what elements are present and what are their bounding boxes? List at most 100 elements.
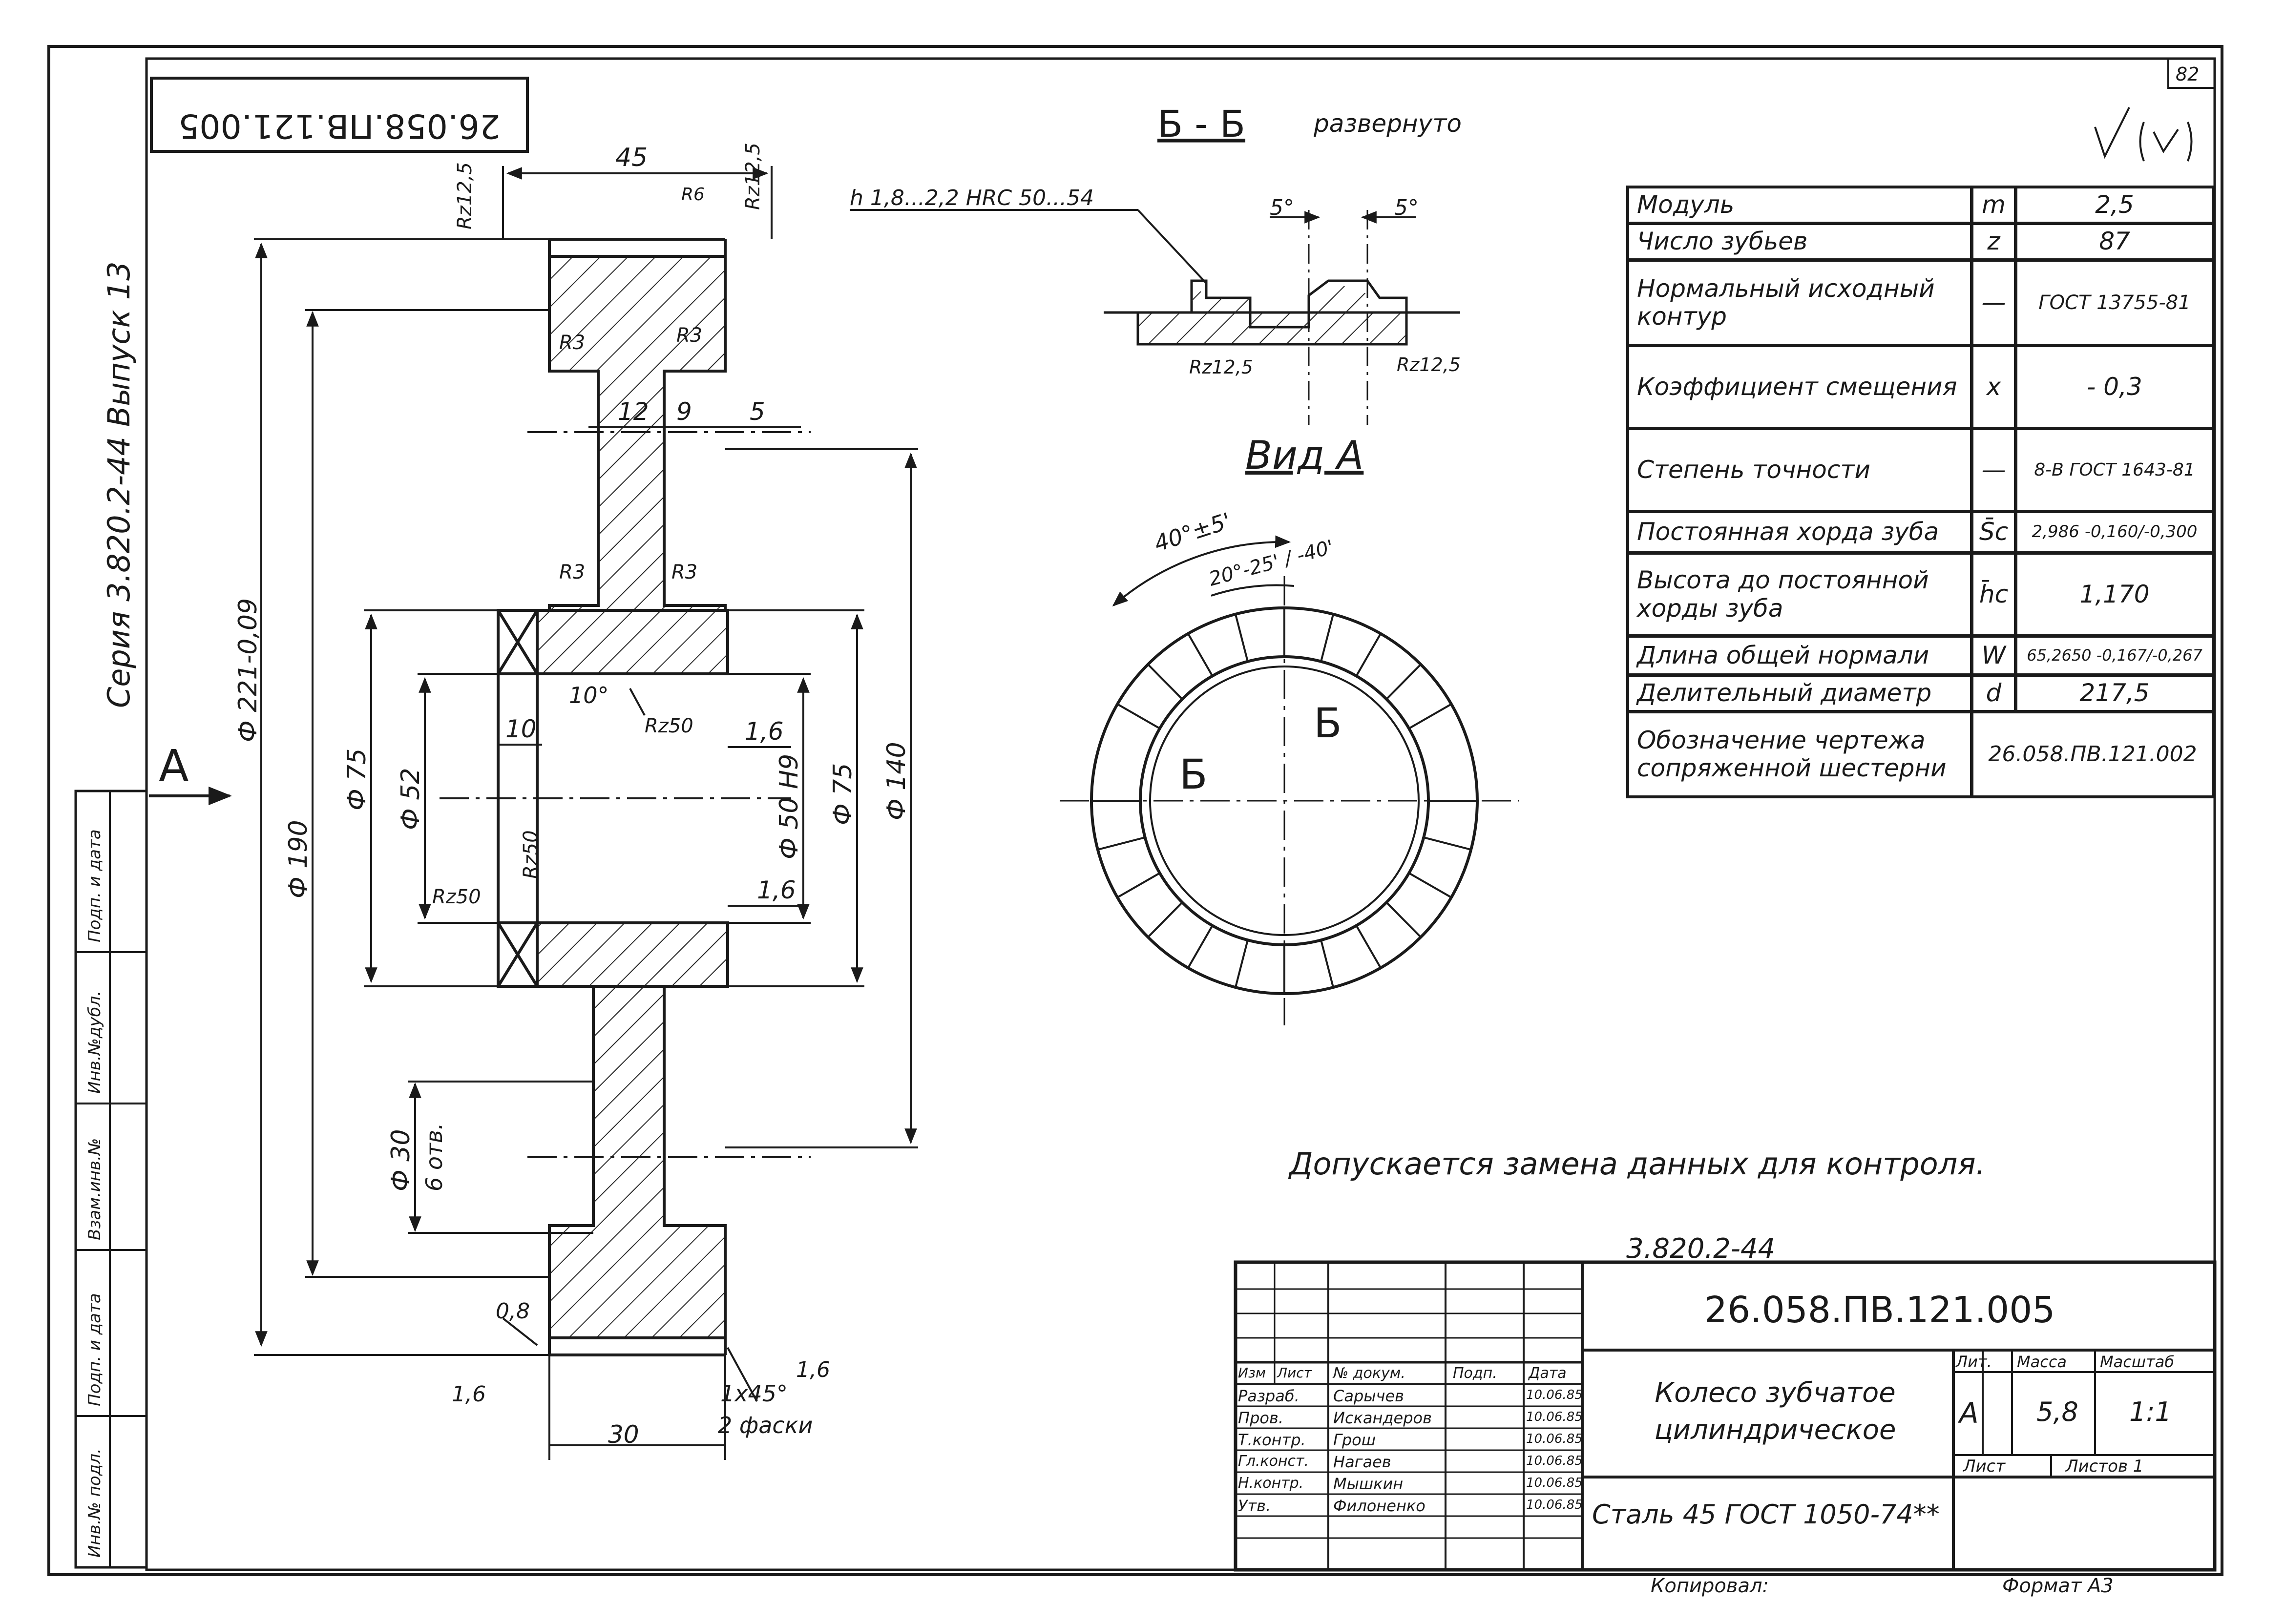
rz12-5-b: Rz12,5 (742, 143, 764, 210)
series-code: 3.820.2-44 (1626, 1233, 1776, 1265)
dim-d50h9: Ф 50 Н9 (775, 754, 804, 859)
side-stamp-cell-3: Взам.инв.№ (85, 1138, 105, 1240)
r3-d: R3 (671, 561, 697, 583)
dim-d221: Ф 221-0,09 (233, 598, 263, 742)
param-symbol-7: h̄c (1971, 552, 2017, 637)
rough-left: Rz12,5 (1189, 356, 1253, 378)
main-view-dimension-text: Ф 221-0,09 Ф 190 Ф 75 Ф 52 Ф 50 Н9 Ф 75 … (233, 143, 911, 1449)
scale-value: 1:1 (2129, 1396, 2172, 1427)
section-subtitle: развернуто (1313, 109, 1462, 138)
param-value-6: 2,986 -0,160/-0,300 (2014, 510, 2215, 554)
dim-d30: Ф 30 (386, 1129, 416, 1191)
lit-value: А (1959, 1396, 1979, 1430)
head-change: Изм (1238, 1365, 1266, 1381)
date-5: 10.06.85 (1526, 1476, 1583, 1490)
dim-d75-right: Ф 75 (828, 763, 858, 825)
dim-d52: Ф 52 (396, 768, 425, 830)
head-sign: Подп. (1453, 1365, 1497, 1382)
param-value-8: 65,2650 -0,167/-0,267 (2014, 635, 2215, 676)
param-value-3: ГОСТ 13755-81 (2014, 259, 2215, 347)
dim-d75-left: Ф 75 (342, 749, 372, 811)
stamp-box (150, 77, 529, 153)
rough-right: Rz12,5 (1397, 354, 1461, 375)
angle-right: 5° (1394, 195, 1419, 220)
dim-5: 5 (750, 397, 765, 426)
date-6: 10.06.85 (1526, 1498, 1583, 1512)
rz12-5-a: Rz12,5 (454, 162, 476, 229)
param-symbol-9: d (1971, 674, 2017, 713)
copied-label: Копировал: (1651, 1575, 1769, 1597)
svg-text:А: А (159, 741, 189, 792)
param-symbol-1: m (1971, 186, 2017, 225)
param-value-9: 217,5 (2014, 674, 2215, 713)
side-stamp: Инв.№ подл. Подп. и дата Взам.инв.№ Инв.… (74, 790, 148, 1569)
dim-d190: Ф 190 (284, 820, 313, 898)
date-4: 10.06.85 (1526, 1454, 1583, 1468)
name-2: Искандеров (1333, 1409, 1432, 1427)
dim-d140: Ф 140 (882, 742, 911, 820)
date-3: 10.06.85 (1526, 1432, 1583, 1446)
section-b-b: Б - Б развернуто h 1,8...2,2 HRC 50...54… (850, 102, 1462, 425)
param-name-6: Постоянная хорда зуба (1626, 510, 1973, 554)
dim-30: 30 (608, 1420, 639, 1449)
side-stamp-cell-5: Подп. и дата (85, 829, 105, 942)
rz50-a: Rz50 (645, 715, 693, 737)
param-name-9: Делительный диаметр (1626, 674, 1973, 713)
head-date: Дата (1529, 1365, 1567, 1382)
title-block-frame (1234, 1260, 2217, 1572)
side-stamp-cell-4: Инв.№дубл. (85, 991, 105, 1094)
side-stamp-cell-2: Подп. и дата (85, 1293, 105, 1406)
head-sheet: Лист (1277, 1365, 1312, 1381)
param-symbol-2: z (1971, 222, 2017, 261)
dim-holes: 6 отв. (421, 1123, 447, 1191)
section-mark-left: Б (1179, 750, 1208, 798)
param-value-4: - 0,3 (2014, 344, 2215, 430)
param-symbol-4: x (1971, 344, 2017, 430)
r6: R6 (681, 185, 705, 205)
page-number-box (2167, 58, 2216, 89)
name-3: Грош (1333, 1431, 1376, 1449)
param-value-2: 87 (2014, 222, 2215, 261)
name-1: Сарычев (1333, 1387, 1404, 1405)
mass-value: 5,8 (2036, 1396, 2078, 1427)
param-name-3: Нормальный исходный контур (1626, 259, 1973, 347)
dim-1-6-a: 1,6 (745, 717, 784, 746)
role-5: Н.контр. (1238, 1475, 1304, 1492)
dim-chamfer-2: 2 фаски (718, 1412, 813, 1438)
param-name-1: Модуль (1626, 186, 1973, 225)
param-name-8: Длина общей нормали (1626, 635, 1973, 676)
dim-10: 10 (505, 715, 537, 743)
dim-10-deg: 10° (569, 682, 609, 708)
param-symbol-8: W (1971, 635, 2017, 676)
role-3: Т.контр. (1238, 1431, 1306, 1449)
angle-left: 5° (1270, 195, 1294, 220)
r3-b: R3 (676, 324, 702, 347)
mass-label: Масса (2017, 1353, 2067, 1371)
dim-9: 9 (676, 397, 692, 426)
center-lines (440, 431, 811, 1158)
role-2: Пров. (1238, 1409, 1283, 1427)
param-name-10: Обозначение чертежа сопряженной шестерни (1626, 710, 1973, 798)
dim-0-8: 0,8 (496, 1299, 530, 1324)
dim-chamfer: 1х45° (720, 1380, 788, 1407)
view-a-title: Вид А (1245, 433, 1363, 478)
dim-12: 12 (618, 397, 649, 426)
param-name-2: Число зубьев (1626, 222, 1973, 261)
role-6: Утв. (1238, 1497, 1271, 1515)
replacement-note: Допускается замена данных для контроля. (1288, 1146, 1985, 1182)
param-name-7: Высота до постоянной хорды зуба (1626, 552, 1973, 637)
sheet-label: Лист (1963, 1457, 2006, 1476)
name-6: Филоненко (1333, 1497, 1426, 1515)
param-name-5: Степень точности (1626, 427, 1973, 513)
param-value-7: 1,170 (2014, 552, 2215, 637)
section-title: Б - Б (1157, 102, 1245, 146)
param-symbol-6: S̄c (1971, 510, 2017, 554)
param-symbol-5: — (1971, 427, 2017, 513)
gear-section (497, 238, 729, 1356)
scale-label: Масштаб (2100, 1353, 2175, 1371)
name-5: Мышкин (1333, 1475, 1404, 1493)
name-4: Нагаев (1333, 1453, 1391, 1471)
finish-1-6-a: 1,6 (452, 1382, 486, 1407)
